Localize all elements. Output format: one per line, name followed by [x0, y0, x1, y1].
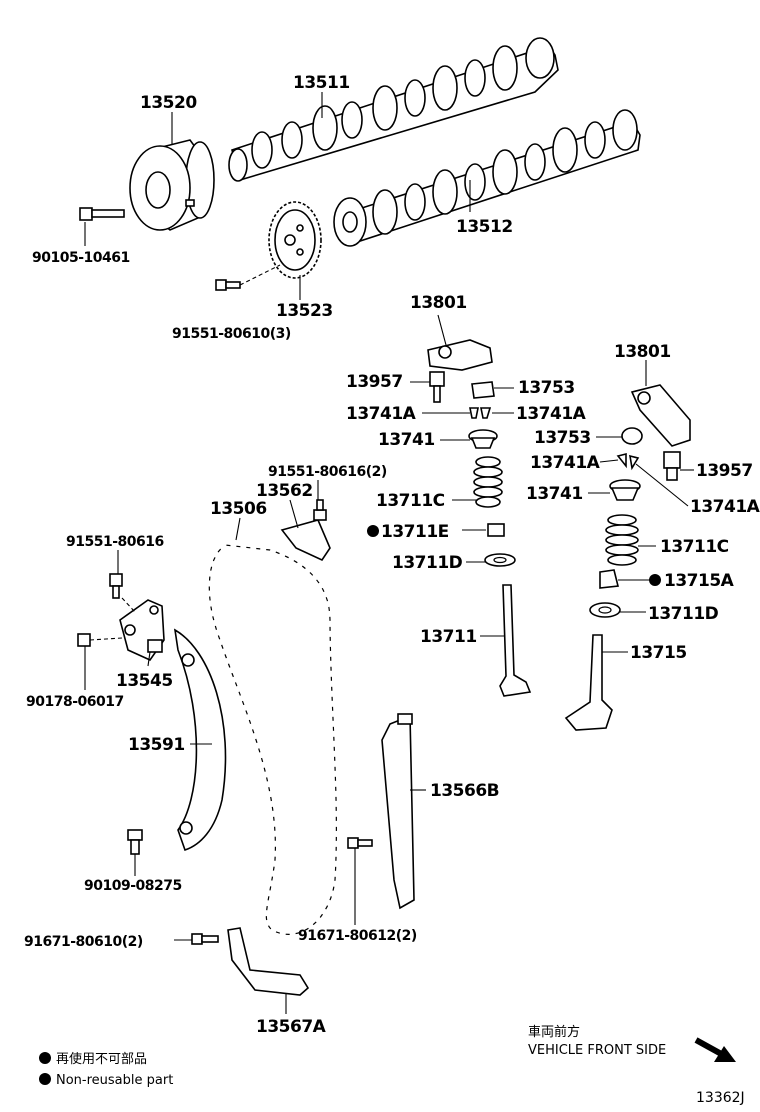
- figure-id: 13362J: [696, 1090, 745, 1106]
- label-13741-left: 13741: [378, 430, 435, 450]
- legend-bullet-en: [39, 1073, 51, 1085]
- valve-keeper-13741A-left[interactable]: [469, 407, 492, 419]
- label-13567A: 13567A: [256, 1017, 327, 1037]
- label-13711E: 13711E: [381, 522, 449, 542]
- valve-seal-13711E[interactable]: [487, 523, 505, 537]
- label-90178-06017: 90178-06017: [26, 694, 124, 710]
- chain-tensioner-13545[interactable]: [119, 599, 165, 662]
- cam-sprocket-13523[interactable]: [268, 201, 322, 279]
- label-13711D-left: 13711D: [392, 553, 463, 573]
- legend: 再使用不可部品 Non-reusable part: [39, 1051, 173, 1088]
- label-13562: 13562: [256, 481, 313, 501]
- label-13715: 13715: [630, 643, 687, 663]
- label-13741A-2: 13741A: [516, 404, 587, 424]
- label-91551-80616-2: 91551-80616(2): [268, 464, 387, 480]
- leader-lines: [84, 92, 694, 1014]
- chain-slipper-guide-13591[interactable]: [173, 628, 227, 852]
- label-13591: 13591: [128, 735, 185, 755]
- label-13511: 13511: [293, 73, 350, 93]
- chain-guide-13567A[interactable]: [227, 927, 310, 996]
- label-13545: 13545: [116, 671, 173, 691]
- label-13741A-1: 13741A: [346, 404, 417, 424]
- label-13566B: 13566B: [430, 781, 499, 801]
- label-13801-right: 13801: [614, 342, 671, 362]
- valve-cap-13753-right[interactable]: [621, 427, 643, 445]
- label-91671-80612-2: 91671-80612(2): [298, 928, 417, 944]
- label-13711C-left: 13711C: [376, 491, 445, 511]
- cam-timing-gear-13520[interactable]: [129, 139, 215, 231]
- label-13741-right: 13741: [526, 484, 583, 504]
- spring-seat-13711D-right[interactable]: [589, 602, 621, 618]
- legend-text-jp: 再使用不可部品: [56, 1051, 147, 1067]
- front-arrow-icon: [694, 1037, 736, 1062]
- bolt-90105-10461[interactable]: [79, 207, 125, 221]
- bolt-91671-80612[interactable]: [347, 837, 373, 849]
- valve-spring-13711C-right[interactable]: [605, 514, 639, 566]
- valve-seal-13715A[interactable]: [599, 569, 619, 589]
- non-reusable-mark-13715A: [649, 574, 661, 586]
- label-13753-right: 13753: [534, 428, 591, 448]
- label-13957-left: 13957: [346, 372, 403, 392]
- lash-adjuster-13957-left[interactable]: [429, 371, 445, 403]
- label-13957-right: 13957: [696, 461, 753, 481]
- spring-retainer-13741-right[interactable]: [609, 479, 641, 501]
- label-91551-80616: 91551-80616: [66, 534, 164, 550]
- legend-bullet-jp: [39, 1052, 51, 1064]
- label-13801-left: 13801: [410, 293, 467, 313]
- non-reusable-mark-13711E: [367, 525, 379, 537]
- rocker-arm-13801-right[interactable]: [630, 384, 691, 447]
- chain-damper-13566B[interactable]: [381, 713, 415, 910]
- legend-text-en: Non-reusable part: [56, 1073, 173, 1088]
- bolt-91551-80610[interactable]: [215, 264, 281, 291]
- bolt-91551-80616-2[interactable]: [313, 499, 327, 521]
- valve-spring-13711C-left[interactable]: [473, 456, 503, 508]
- nut-90178-06017[interactable]: [77, 633, 123, 647]
- label-90105-10461: 90105-10461: [32, 250, 130, 266]
- label-13512: 13512: [456, 217, 513, 237]
- vehicle-front-indicator: 車両前方 VEHICLE FRONT SIDE: [528, 1024, 736, 1062]
- label-13741A-4: 13741A: [690, 497, 760, 517]
- label-91551-80610-3: 91551-80610(3): [172, 326, 291, 342]
- label-13711: 13711: [420, 627, 477, 647]
- label-13506: 13506: [210, 499, 267, 519]
- valve-cap-13753-left[interactable]: [471, 381, 495, 399]
- intake-valve-13711[interactable]: [499, 584, 532, 697]
- rocker-arm-13801-left[interactable]: [427, 339, 493, 371]
- camshaft-13511[interactable]: [228, 37, 559, 182]
- label-91671-80610-2: 91671-80610(2): [24, 934, 143, 950]
- spring-seat-13711D-left[interactable]: [484, 553, 516, 567]
- front-text-en: VEHICLE FRONT SIDE: [528, 1043, 666, 1058]
- bolt-90109-08275[interactable]: [127, 829, 143, 855]
- bolt-91671-80610[interactable]: [191, 933, 219, 945]
- label-90109-08275: 90109-08275: [84, 878, 182, 894]
- label-13520: 13520: [140, 93, 197, 113]
- timing-chain-13506[interactable]: [207, 543, 338, 936]
- label-13753-left: 13753: [518, 378, 575, 398]
- bolt-91551-80616[interactable]: [109, 573, 136, 613]
- part-labels: 13520 13511 13512 90105-10461 13523 9155…: [24, 73, 760, 1037]
- front-text-jp: 車両前方: [528, 1024, 580, 1040]
- label-13711D-right: 13711D: [648, 604, 719, 624]
- spring-retainer-13741-left[interactable]: [468, 429, 498, 449]
- lash-adjuster-13957-right[interactable]: [663, 451, 681, 481]
- label-13741A-3: 13741A: [530, 453, 601, 473]
- camshaft-13512[interactable]: [333, 109, 641, 247]
- chain-guide-13562[interactable]: [280, 519, 331, 562]
- exhaust-valve-13715[interactable]: [564, 634, 613, 731]
- label-13523: 13523: [276, 301, 333, 321]
- label-13711C-right: 13711C: [660, 537, 729, 557]
- label-13715A: 13715A: [664, 571, 735, 591]
- valve-keeper-13741A-right[interactable]: [616, 452, 640, 471]
